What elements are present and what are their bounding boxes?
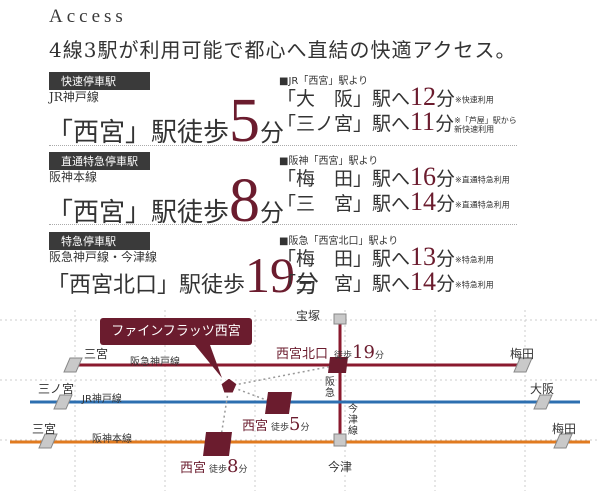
station-box-imazu (333, 433, 347, 447)
dest-note: ※快速利用 (455, 95, 494, 105)
dest-note: ※「芦屋」駅から新快速利用 (454, 116, 517, 134)
station-sannomiya-hankyu: 三宮 (84, 347, 109, 361)
property-marker (220, 377, 238, 394)
dest-item: 「大 阪」駅へ12分※快速利用 (277, 82, 494, 112)
station-badge: 特急停車駅 (49, 232, 150, 250)
dest-note: ※特急利用 (455, 280, 494, 290)
dest-item: 「三 宮」駅へ14分※直通特急利用 (277, 187, 510, 217)
dest-note: ※特急利用 (455, 255, 494, 265)
dest-min: 14 (410, 267, 437, 296)
dest-item: 「三ノ宮」駅へ11分※「芦屋」駅から新快速利用 (277, 107, 524, 137)
dest-item: 「梅 田」駅へ16分※直通特急利用 (277, 162, 510, 192)
route-map: ファインフラッツ西宮 阪急神戸線 JR神戸線 阪神本線 阪急 今津線 三宮 梅田… (0, 300, 600, 491)
dest-unit: 分 (436, 193, 456, 215)
station-box-umeda-hanshin (553, 433, 573, 449)
property-callout: ファインフラッツ西宮 (100, 318, 252, 345)
line-label-jr: JR神戸線 (82, 394, 122, 405)
station-box-sannomiya-hankyu (63, 357, 83, 373)
station-box-sannomiya-hanshin (38, 433, 58, 449)
dest-min: 13 (410, 242, 437, 271)
station-name: 「西宮北口」駅徒歩 (47, 273, 246, 298)
from-label: ■阪神「西宮」駅より (279, 156, 379, 167)
dest-item: 「三 宮」駅へ14分※特急利用 (277, 267, 494, 297)
row-divider (49, 145, 517, 146)
station-box-nishinomiya-jr (265, 392, 292, 414)
dest-name: 「三ノ宮」駅へ (277, 113, 411, 135)
line-name: 阪神本線 (49, 170, 98, 184)
page-headline: 4線3駅が利用可能で都心へ直結の快適アクセス。 (49, 38, 517, 62)
main-station-walk: 「西宮」駅徒歩5分 (47, 90, 284, 152)
line-name: JR神戸線 (49, 90, 99, 104)
main-station-walk: 「西宮北口」駅徒歩19分 (47, 250, 319, 300)
station-umeda-hankyu: 梅田 (510, 347, 535, 361)
station-box-osaka-jr (533, 394, 553, 410)
station-box-takarazuka (333, 313, 347, 325)
dest-unit: 分 (436, 168, 456, 190)
row-divider (49, 224, 517, 225)
from-label: ■阪急「西宮北口」駅より (279, 236, 399, 247)
station-name: 「西宮」駅徒歩 (47, 118, 230, 148)
station-name: 「西宮」駅徒歩 (47, 198, 230, 228)
dest-unit: 分 (435, 113, 455, 135)
line-label-hankyu: 阪急神戸線 (130, 357, 180, 368)
dest-note: ※直通特急利用 (455, 175, 510, 185)
dest-min: 12 (410, 82, 437, 111)
station-box-umeda-hankyu (513, 357, 533, 373)
station-badge: 快速停車駅 (49, 72, 150, 90)
dest-name: 「梅 田」駅へ (277, 248, 411, 270)
main-station-jr: 西宮徒歩5分 (242, 414, 310, 435)
station-box-nishinomiya-kitaguchi (328, 357, 348, 373)
dest-name: 「三 宮」駅へ (277, 193, 411, 215)
walk-minutes: 19 (245, 247, 296, 303)
line-name: 阪急神戸線・今津線 (49, 250, 158, 264)
main-station-hanshin: 西宮徒歩8分 (180, 456, 248, 477)
station-badge: 直通特急停車駅 (49, 152, 150, 170)
walk-unit: 分 (260, 119, 285, 147)
station-box-nishinomiya-hanshin (203, 432, 232, 456)
callout-pointer (195, 345, 222, 378)
line-label-imazu: 今津線 (348, 404, 358, 437)
walk-unit: 分 (260, 199, 285, 227)
dest-item: 「梅 田」駅へ13分※特急利用 (277, 242, 494, 272)
station-takarazuka: 宝塚 (296, 309, 321, 323)
dest-name: 「三 宮」駅へ (277, 273, 411, 295)
main-station-walk: 「西宮」駅徒歩8分 (47, 170, 284, 232)
from-label: ■JR「西宮」駅より (279, 76, 369, 87)
walk-unit: 分 (295, 270, 320, 298)
access-kicker: Access (49, 6, 127, 27)
dest-name: 「梅 田」駅へ (277, 168, 411, 190)
route-map-canvas (0, 310, 600, 491)
walk-minutes: 8 (229, 167, 261, 235)
station-umeda-hanshin: 梅田 (552, 422, 577, 436)
station-imazu: 今津 (328, 460, 353, 474)
line-label-hanshin: 阪神本線 (92, 434, 132, 445)
dest-unit: 分 (436, 248, 456, 270)
dest-unit: 分 (436, 88, 456, 110)
station-sannomiya-hanshin: 三宮 (32, 422, 57, 436)
station-sannomiya-jr: 三ノ宮 (38, 382, 75, 396)
station-osaka-jr: 大阪 (530, 382, 555, 396)
dest-unit: 分 (436, 273, 456, 295)
walk-minutes: 5 (229, 87, 261, 155)
dest-name: 「大 阪」駅へ (277, 88, 411, 110)
dest-min: 16 (410, 162, 437, 191)
dest-min: 14 (410, 187, 437, 216)
main-station-kitaguchi: 西宮北口徒歩19分 (276, 342, 384, 363)
line-label-hankyu-vertical: 阪急 (325, 377, 335, 399)
dest-min: 11 (410, 107, 436, 136)
station-box-sannomiya-jr (53, 394, 73, 410)
dest-note: ※直通特急利用 (455, 200, 510, 210)
